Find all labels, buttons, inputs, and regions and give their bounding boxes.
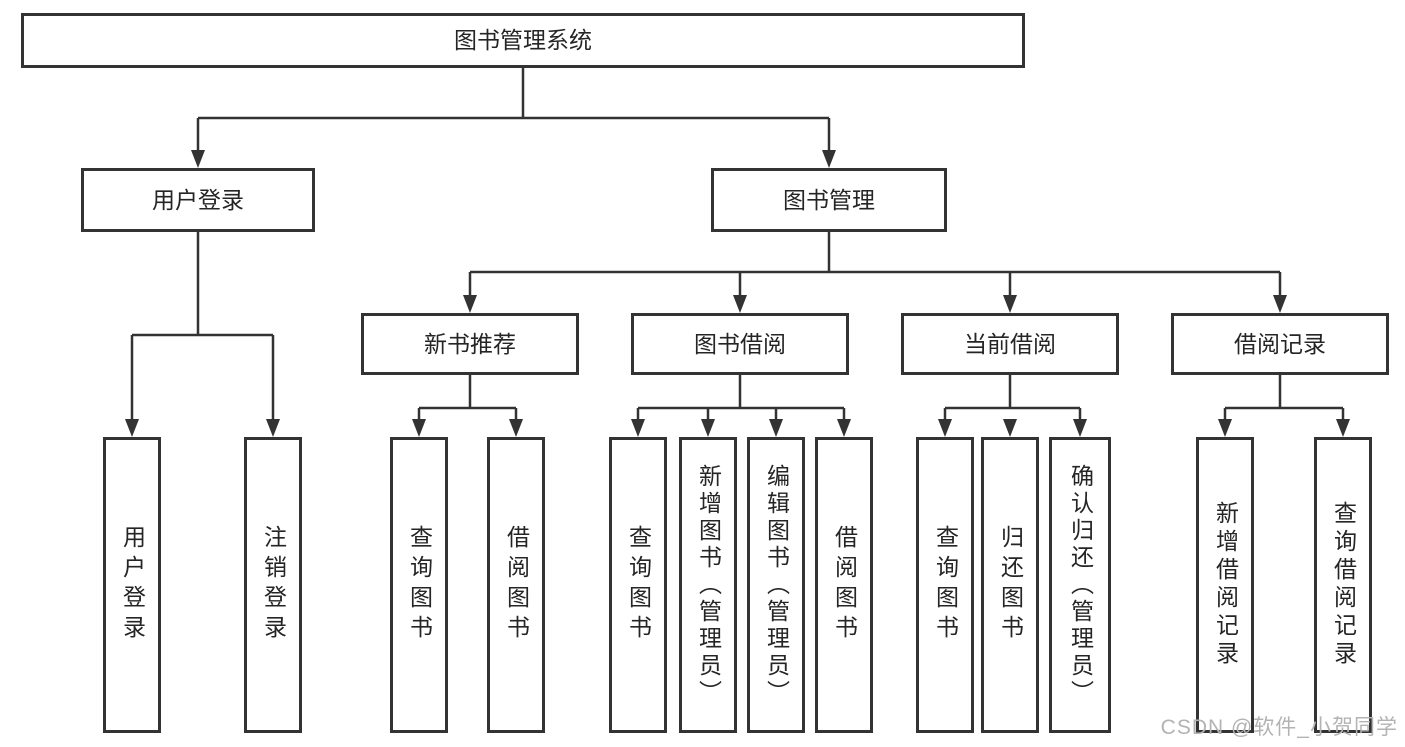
node-leaf-query-borrow-record: 查询借阅记录 xyxy=(1314,437,1372,733)
node-borrowing-records: 借阅记录 xyxy=(1171,313,1389,375)
arrowheads xyxy=(125,150,1350,437)
node-leaf-user-login: 用户登录 xyxy=(103,437,161,733)
node-leaf-query-books-borrow: 查询图书 xyxy=(609,437,667,733)
node-book-management-branch: 图书管理 xyxy=(711,168,947,232)
node-leaf-edit-books-admin: 编辑图书（管理员） xyxy=(747,437,805,733)
node-leaf-query-books-recommend: 查询图书 xyxy=(390,437,448,733)
node-root-system: 图书管理系统 xyxy=(21,13,1025,68)
watermark: CSDN @软件_小贺同学 xyxy=(1160,716,1398,739)
node-new-book-recommendation: 新书推荐 xyxy=(361,313,579,375)
node-user-login-branch: 用户登录 xyxy=(81,168,315,232)
node-leaf-return-books: 归还图书 xyxy=(981,437,1039,733)
node-book-borrowing: 图书借阅 xyxy=(631,313,849,375)
node-leaf-add-borrow-record: 新增借阅记录 xyxy=(1196,437,1254,733)
node-leaf-logout: 注销登录 xyxy=(244,437,302,733)
node-leaf-add-books-admin: 新增图书（管理员） xyxy=(679,437,737,733)
node-leaf-borrow-books-recommend: 借阅图书 xyxy=(487,437,545,733)
node-leaf-query-books-current: 查询图书 xyxy=(916,437,974,733)
node-leaf-borrow-books: 借阅图书 xyxy=(815,437,873,733)
node-current-borrowing: 当前借阅 xyxy=(901,313,1119,375)
node-leaf-confirm-return-admin: 确认归还（管理员） xyxy=(1049,437,1111,733)
